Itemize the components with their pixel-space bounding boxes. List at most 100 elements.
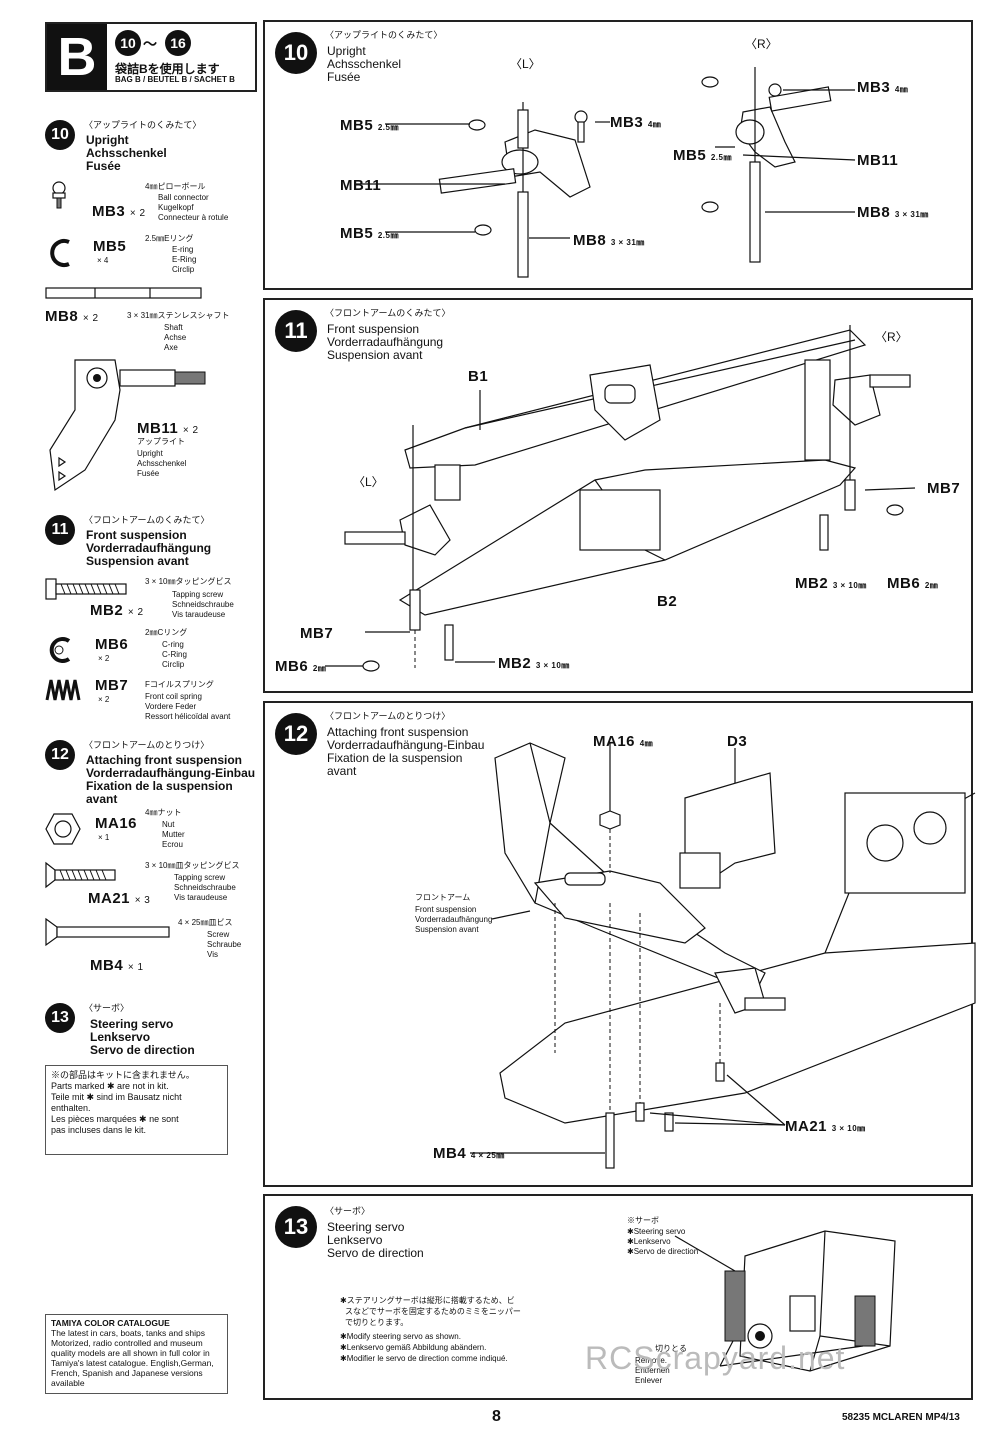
- ma21-code-text: MA21: [88, 890, 131, 907]
- mb2-code-text: MB2: [90, 602, 124, 619]
- nut-icon: [45, 813, 81, 845]
- panel12-de: Vorderradaufhängung-Einbau: [327, 738, 485, 752]
- mb6-de: C-Ring: [162, 650, 187, 659]
- mb6-mult: × 2: [98, 654, 110, 663]
- sidebar-step10-badge: 10: [45, 120, 75, 150]
- ma21-size: 3 × 10㎜皿タッピングビス: [145, 861, 240, 870]
- remove-jp: 切りとる: [655, 1344, 687, 1353]
- p10-mb8a-size: 3 × 31㎜: [610, 238, 645, 247]
- mb8-code-text: MB8: [45, 308, 79, 325]
- page-number: 8: [492, 1408, 501, 1425]
- p12-mb4-size: 4 × 25㎜: [470, 1151, 505, 1160]
- sidebar-step13-en: Steering servo: [90, 1017, 174, 1031]
- p11-mb2r: MB2 3 × 10㎜: [795, 575, 867, 592]
- ma16-mult: × 1: [98, 833, 110, 842]
- panel-step13: 13 〈サーボ〉 Steering servo Lenkservo Servo …: [263, 1194, 973, 1400]
- sidebar-step11-en: Front suspension: [86, 528, 187, 542]
- range-start-badge: 10: [115, 30, 141, 56]
- sidebar-step12-de: Vorderradaufhängung-Einbau: [86, 766, 256, 780]
- mb8-en: Shaft: [164, 323, 183, 332]
- watermark: RCScrapyard.net: [585, 1340, 846, 1376]
- p11-mb2l: MB2 3 × 10㎜: [498, 655, 570, 672]
- servo-label-de: ✱Lenkservo: [627, 1237, 671, 1246]
- mb7-mult: × 2: [98, 695, 110, 704]
- panel11-fr: Suspension avant: [327, 348, 423, 362]
- panel10-en: Upright: [327, 44, 366, 58]
- sidebar-step10-en: Upright: [86, 133, 129, 147]
- mb11-fr: Fusée: [137, 469, 160, 478]
- note-en: Parts marked ✱ are not in kit.: [51, 1081, 169, 1091]
- bag-letter: B: [47, 24, 107, 90]
- mb4-size: 4 × 25㎜皿ビス: [178, 918, 233, 927]
- sidebar-step12-jp: 〈フロントアームのとりつけ〉: [84, 740, 210, 750]
- p10-mb5a: MB5 2.5㎜: [340, 117, 399, 134]
- model-code: 58235 MCLAREN MP4/13: [842, 1412, 960, 1423]
- mb2-code: MB2 × 2: [90, 602, 144, 619]
- panel12-badge: 12: [275, 713, 317, 755]
- sidebar-step13-badge: 13: [45, 1003, 75, 1033]
- bag-use-multi: BAG B / BEUTEL B / SACHET B: [115, 75, 235, 84]
- servo-label-jp: ※サーボ: [627, 1216, 659, 1225]
- ma21-code: MA21 × 3: [88, 890, 150, 907]
- panel12-jp: 〈フロントアームのとりつけ〉: [325, 711, 451, 721]
- mb8-size: 3 × 31㎜ステンレスシャフト: [127, 311, 230, 320]
- panel-step10: 10 〈アップライトのくみたて〉 Upright Achsschenkel Fu…: [263, 20, 973, 290]
- range-end-badge: 16: [165, 30, 191, 56]
- c-ring-icon: [49, 637, 71, 663]
- mb11-code-text: MB11: [137, 420, 179, 437]
- e-ring-icon: [50, 239, 70, 267]
- note-fr2: pas incluses dans le kit.: [51, 1125, 147, 1135]
- p10-mb3a: MB3 4㎜: [610, 114, 661, 131]
- mb2-size: 3 × 10㎜タッピングビス: [145, 577, 232, 586]
- note-jp: ※の部品はキットに含まれません。: [51, 1070, 195, 1080]
- front-suspension-drawing: [325, 325, 916, 672]
- mb11-code: MB11 × 2: [137, 420, 199, 437]
- mb4-de: Schraube: [207, 940, 242, 949]
- p10-mb8b-size: 3 × 31㎜: [894, 210, 929, 219]
- p12-ma21-code: MA21: [785, 1118, 828, 1135]
- sidebar-step12-fr2: avant: [86, 792, 118, 806]
- countersunk-screw-icon: [45, 917, 170, 947]
- mb5-mult: × 4: [97, 256, 109, 265]
- mb4-code: MB4 × 1: [90, 957, 144, 974]
- sidebar-step13-jp: 〈サーボ〉: [84, 1003, 130, 1013]
- sidebar-step11-jp: 〈フロントアームのくみたて〉: [84, 515, 210, 525]
- p12-mb4: MB4 4 × 25㎜: [433, 1145, 505, 1162]
- panel13-en: Steering servo: [327, 1220, 405, 1234]
- panel11-right-tag: 〈R〉: [875, 330, 908, 344]
- ma16-code: MA16: [95, 815, 138, 832]
- p12-ma21: MA21 3 × 10㎜: [785, 1118, 866, 1135]
- p11-mb6l: MB6 2㎜: [275, 658, 326, 675]
- modify-de: ✱Lenkservo gemäß Abbildung abändern.: [340, 1343, 487, 1352]
- panel11-jp: 〈フロントアームのくみたて〉: [325, 308, 451, 318]
- sidebar-step12-fr1: Fixation de la suspension: [86, 779, 233, 793]
- remove-de: Entfernen: [635, 1366, 670, 1375]
- p12-ma16-code: MA16: [593, 733, 636, 750]
- color-catalogue-box: TAMIYA COLOR CATALOGUE The latest in car…: [45, 1314, 228, 1394]
- catalogue-body: The latest in cars, boats, tanks and shi…: [51, 1328, 214, 1388]
- mb2-de: Schneidschraube: [172, 600, 234, 609]
- panel11-en: Front suspension: [327, 322, 420, 336]
- mb3-code: MB3 × 2: [92, 203, 146, 220]
- mb6-size: 2㎜Cリング: [145, 628, 188, 637]
- mb3-size: 4㎜ピローボール: [145, 182, 206, 191]
- p10-mb8a-code: MB8: [573, 232, 607, 249]
- upright-assembly-drawing: [355, 67, 856, 278]
- mb8-fr: Axe: [164, 343, 178, 352]
- ma21-mult: × 3: [134, 895, 151, 906]
- mb3-en: Ball connector: [158, 193, 209, 202]
- mb8-de: Achse: [164, 333, 187, 342]
- coil-spring-icon: [45, 679, 81, 701]
- p11-b1: B1: [468, 368, 489, 385]
- p10-mb5a-code: MB5: [340, 117, 374, 134]
- remove-en: Remove.: [635, 1356, 668, 1365]
- ma21-fr: Vis taraudeuse: [174, 893, 228, 902]
- upright-icon: [49, 359, 206, 492]
- mb7-de: Vordere Feder: [145, 702, 197, 711]
- ma16-fr: Ecrou: [162, 840, 183, 849]
- ma16-en: Nut: [162, 820, 175, 829]
- mb8-code: MB8 × 2: [45, 308, 99, 325]
- panel13-de: Lenkservo: [327, 1233, 383, 1247]
- sidebar-step10-de: Achsschenkel: [86, 146, 167, 160]
- p11-mb2l-code: MB2: [498, 655, 532, 672]
